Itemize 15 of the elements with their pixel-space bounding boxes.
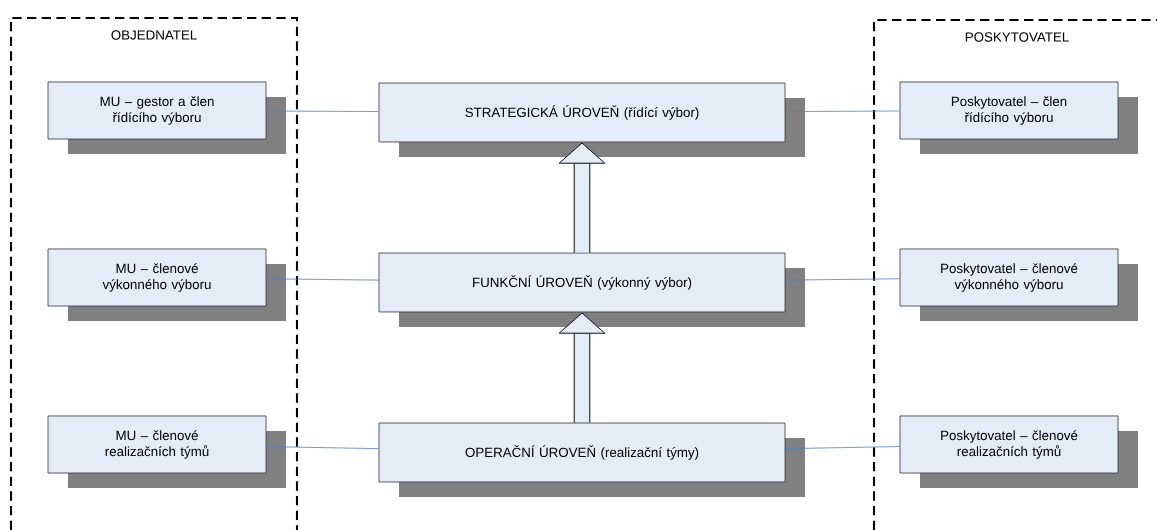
- process-box: MU – členové výkonného výboru: [47, 248, 267, 307]
- process-box: OPERAČNÍ ÚROVEŇ (realizační týmy): [378, 422, 786, 483]
- connector-line: [266, 110, 379, 112]
- connector-line: [785, 110, 900, 112]
- block-arrow: [558, 312, 606, 423]
- process-box: MU – členové realizačních týmů: [47, 415, 267, 474]
- connector-line: [785, 446, 900, 450]
- process-box: Poskytovatel – členové výkonného výboru: [899, 248, 1119, 307]
- connector-line: [266, 446, 379, 450]
- process-box: Poskytovatel – členové realizačních týmů: [899, 415, 1119, 474]
- block-arrow: [558, 142, 606, 253]
- connector-line: [266, 278, 379, 281]
- process-box: Poskytovatel – člen řídícího výboru: [899, 81, 1119, 140]
- connector-line: [785, 278, 900, 281]
- process-box: MU – gestor a člen řídícího výboru: [47, 81, 267, 140]
